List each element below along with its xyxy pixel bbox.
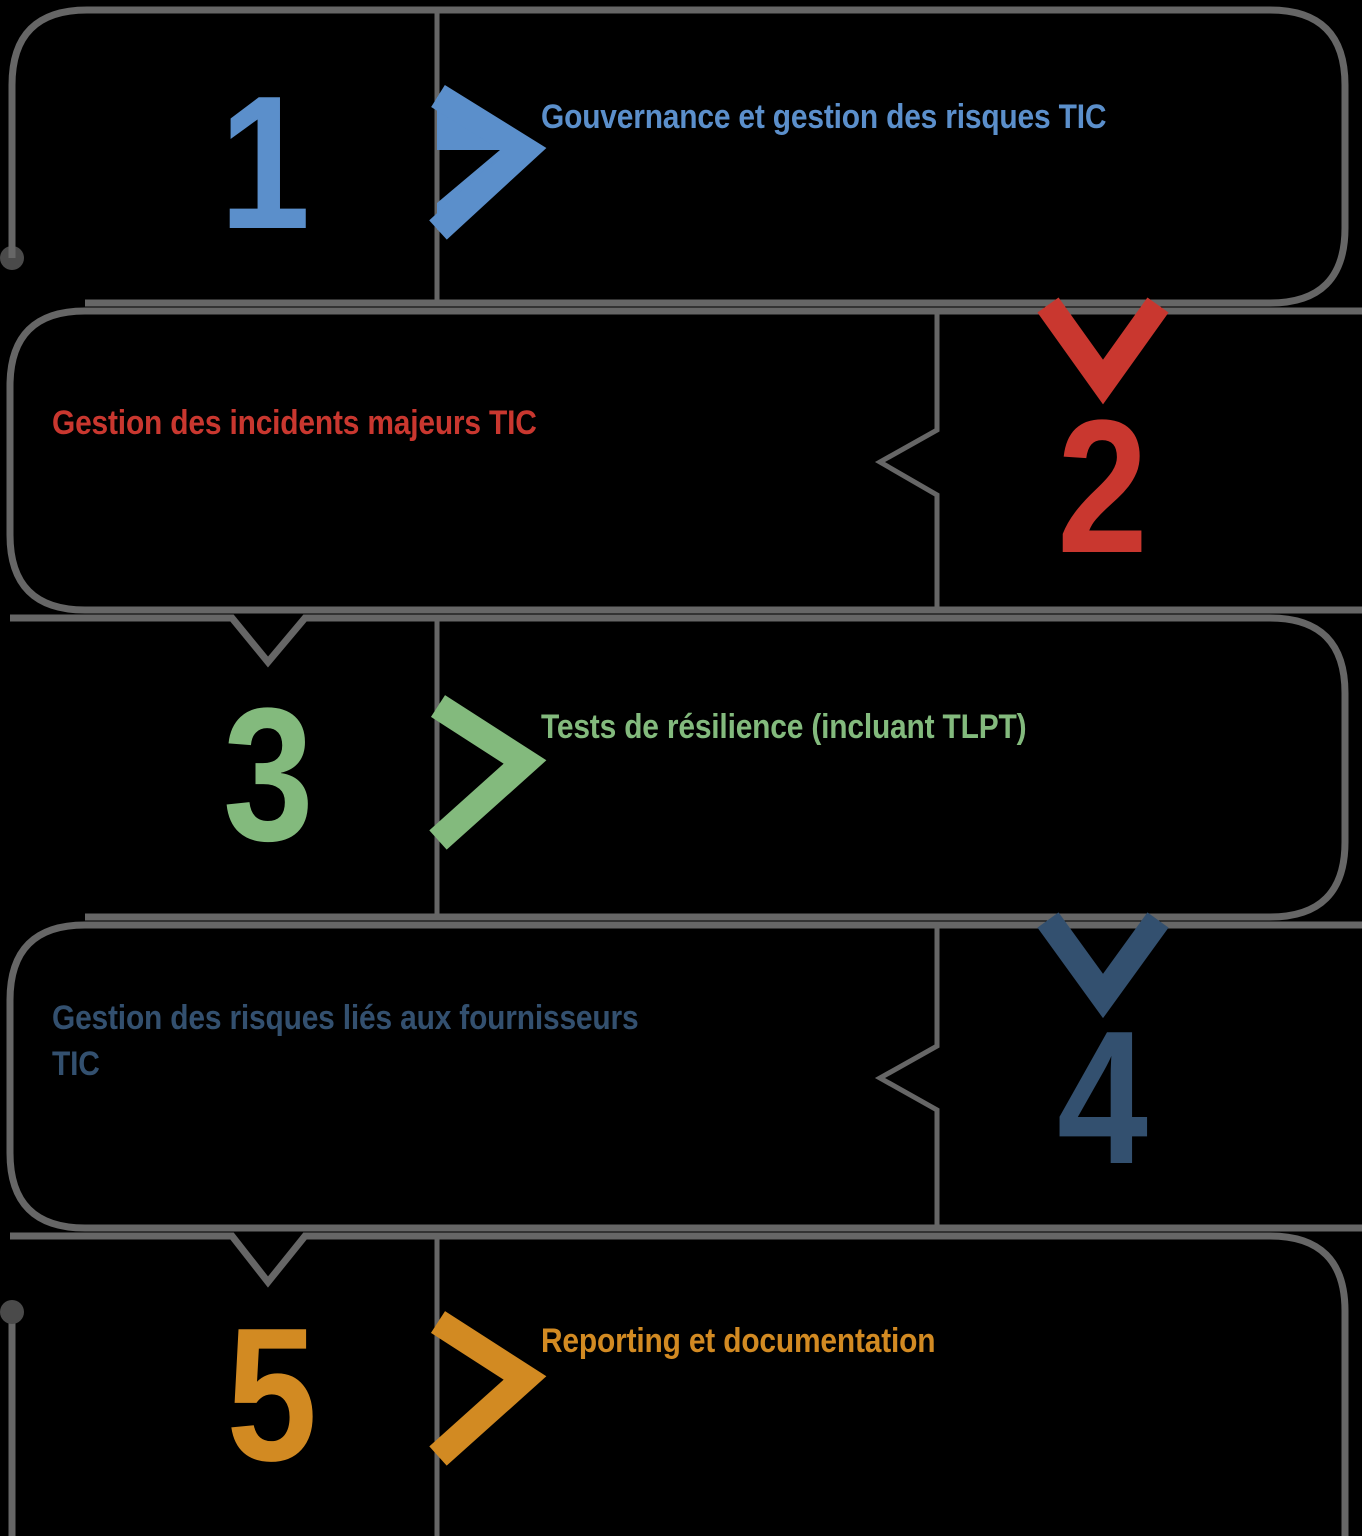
step-2-frame (6, 307, 1362, 614)
end-dot (0, 1300, 24, 1324)
step-4-frame (6, 921, 1362, 1232)
step-5-outline (10, 1232, 1349, 1536)
step-1-frame (0, 6, 1349, 307)
step-1-number: 1 (219, 56, 310, 268)
step-2-label: Gestion des incidents majeurs TIC (52, 404, 537, 442)
chevron-down-icon-2 (1037, 297, 1169, 405)
step-5-frame (0, 1232, 1349, 1536)
step-2-outline-left (6, 307, 1362, 614)
step-3-outline (10, 614, 1349, 921)
chevron-right-icon-5 (429, 1311, 547, 1466)
step-3-number: 3 (223, 668, 314, 880)
chevron-down-icon-4 (1037, 912, 1169, 1019)
step-2-number: 2 (1057, 380, 1148, 592)
step-5-label: Reporting et documentation (541, 1322, 936, 1360)
chevron-right-icon-3 (429, 695, 547, 850)
step-2-divider-bracket (874, 314, 940, 607)
step-3-label: Tests de résilience (incluant TLPT) (541, 708, 1027, 746)
step-1-outline (8, 6, 1349, 307)
step-4-outline-left (6, 921, 1362, 1232)
step-4-number: 4 (1057, 991, 1148, 1203)
step-1-label: Gouvernance et gestion des risques TIC (541, 98, 1107, 136)
chevron-right-stroke-1 (429, 84, 547, 240)
step-3-frame (10, 614, 1349, 921)
step-4-divider-bracket (874, 928, 940, 1225)
step-5-number: 5 (226, 1288, 317, 1500)
step-4-label: Gestion des risques liés aux fournisseur… (52, 999, 639, 1083)
